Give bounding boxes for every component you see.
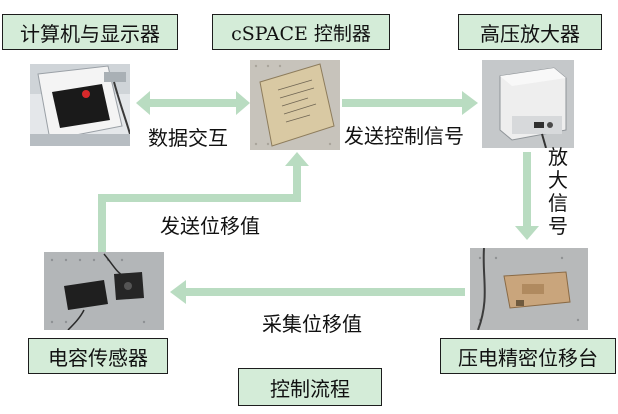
box-amplifier-label: 高压放大器	[480, 21, 580, 46]
arrow-amplify-signal	[515, 152, 539, 240]
cspace-controller-photo	[250, 60, 340, 150]
box-control-flow-title: 控制流程	[238, 368, 382, 406]
arrow-send-displacement	[98, 152, 309, 252]
amplify-char-1: 放	[548, 145, 568, 169]
box-cspace-controller: cSPACE 控制器	[212, 14, 390, 50]
arrow-send-control	[342, 91, 478, 115]
box-computer-display: 计算机与显示器	[2, 14, 178, 50]
box-computer-label: 计算机与显示器	[20, 21, 160, 46]
label-amplify-signal: 放 大 信 号	[546, 146, 570, 238]
amplify-char-4: 号	[548, 214, 568, 238]
double-arrow-data-interact	[136, 91, 250, 115]
label-send-control-signal: 发送控制信号	[344, 124, 464, 148]
box-capacitive-sensor: 电容传感器	[28, 338, 168, 374]
box-controller-label: cSPACE 控制器	[231, 22, 371, 45]
arrow-collect-displacement	[170, 280, 465, 304]
label-send-displacement: 发送位移值	[160, 214, 260, 238]
amplify-char-2: 大	[548, 168, 568, 192]
capacitive-sensor-photo	[44, 252, 164, 330]
hv-amplifier-photo	[482, 60, 574, 148]
box-hv-amplifier: 高压放大器	[458, 14, 602, 50]
box-sensor-label: 电容传感器	[48, 345, 148, 370]
flow-title-label: 控制流程	[270, 376, 350, 401]
box-stage-label: 压电精密位移台	[458, 345, 598, 370]
piezo-stage-photo	[470, 248, 588, 330]
label-collect-displacement: 采集位移值	[262, 312, 362, 336]
box-piezo-stage: 压电精密位移台	[440, 338, 616, 374]
label-data-interact: 数据交互	[148, 126, 228, 150]
amplify-char-3: 信	[548, 191, 568, 215]
computer-display-photo	[30, 64, 130, 146]
